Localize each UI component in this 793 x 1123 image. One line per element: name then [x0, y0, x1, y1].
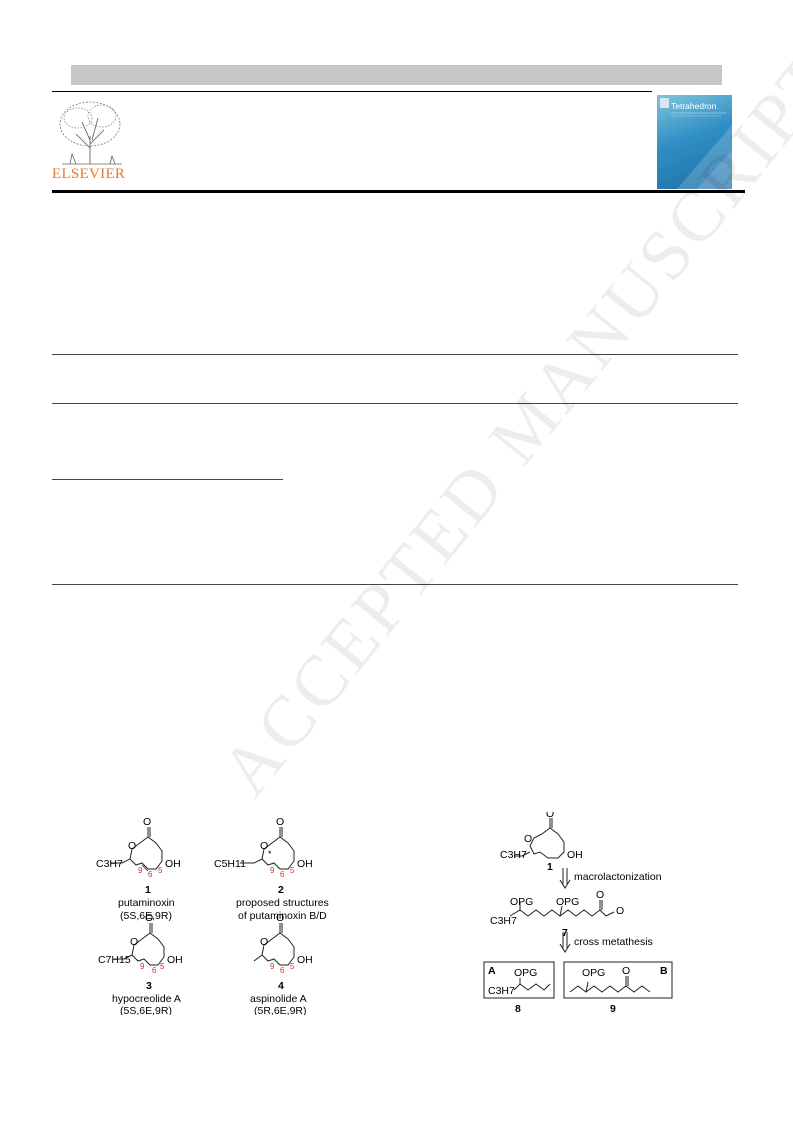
- journal-cover-thumbnail[interactable]: Tetrahedron: [657, 95, 732, 189]
- c2-substituent: C5H11: [214, 858, 246, 870]
- cover-logo-icon: [660, 98, 669, 108]
- f2-c1-substituent: C3H7: [500, 849, 527, 861]
- box-a-label: A: [488, 965, 496, 977]
- c2-oh: OH: [297, 858, 313, 870]
- c1-substituent: C3H7: [96, 858, 123, 870]
- step-macrolactonization: macrolactonization: [574, 871, 662, 883]
- c2-c5: 5: [290, 866, 295, 875]
- c1-oh: OH: [165, 858, 181, 870]
- article-history-rule: [52, 479, 283, 480]
- c3-c5: 5: [160, 962, 165, 971]
- f2-c1-oh: OH: [567, 849, 583, 861]
- figure-natural-products: O O C3H7 OH 9 6 5 1 putaminoxin (5S,6E,9…: [96, 816, 329, 1015]
- accepted-manuscript-watermark: ACCEPTED MANUSCRIPT: [205, 36, 793, 811]
- publisher-name: ELSEVIER: [52, 166, 126, 182]
- f2-c7-substituent: C3H7: [490, 915, 517, 927]
- f2-c1-carbonyl-o: O: [546, 812, 554, 820]
- running-header-bar: [71, 65, 722, 85]
- c2-star: *: [268, 849, 272, 859]
- compound-4-config: (5R,6E,9R): [254, 1005, 307, 1015]
- c4-c5: 5: [290, 962, 295, 971]
- c4-c6: 6: [280, 966, 285, 975]
- c3-c9: 9: [140, 962, 145, 971]
- c2-c9: 9: [270, 866, 275, 875]
- f2-c9-opg: OPG: [582, 967, 605, 979]
- article-info-rule-bottom: [52, 584, 738, 585]
- compound-4-name: aspinolide A: [250, 993, 307, 1005]
- compound-3-number: 3: [146, 980, 152, 992]
- compound-1-config: (5S,6E,9R): [120, 910, 172, 922]
- header-divider-thick: [52, 190, 745, 193]
- compound-2-name-2: of putaminoxin B/D: [238, 910, 327, 922]
- f2-compound-9-number: 9: [610, 1003, 616, 1015]
- f2-c7-opg-right: OPG: [556, 896, 579, 908]
- article-info-rule-mid: [52, 403, 738, 404]
- f2-compound-8-number: 8: [515, 1003, 521, 1015]
- c2-c6: 6: [280, 870, 285, 879]
- c4-ring-o: O: [260, 936, 268, 948]
- c4-carbonyl-o: O: [276, 912, 284, 924]
- f2-c7-carbonyl-o: O: [596, 889, 604, 901]
- c1-c6: 6: [148, 870, 153, 879]
- f2-c8-opg: OPG: [514, 967, 537, 979]
- compound-4-number: 4: [278, 980, 284, 992]
- f2-c8-substituent: C3H7: [488, 985, 515, 997]
- c1-ring-o: O: [128, 840, 136, 852]
- c2-ring-o: O: [260, 840, 268, 852]
- compound-1-name: putaminoxin: [118, 897, 175, 909]
- f2-c9-carbonyl-o: O: [622, 965, 630, 977]
- journal-cover-title: Tetrahedron: [671, 101, 717, 111]
- c3-substituent: C7H15: [98, 954, 131, 966]
- c1-c9: 9: [138, 866, 143, 875]
- compound-1-number: 1: [145, 884, 151, 896]
- compound-2-name: proposed structures: [236, 897, 329, 909]
- compound-3-config: (5S,6E,9R): [120, 1005, 172, 1015]
- compound-2-number: 2: [278, 884, 284, 896]
- c2-carbonyl-o: O: [276, 816, 284, 828]
- figure-retrosynthesis: O O C3H7 OH 1 macrolactonization OPG OPG…: [483, 812, 673, 1015]
- header-divider-thin: [52, 91, 652, 92]
- c3-ring-o: O: [130, 936, 138, 948]
- elsevier-tree-logo: [59, 101, 122, 165]
- c1-c5: 5: [158, 866, 163, 875]
- c4-c9: 9: [270, 962, 275, 971]
- box-b-label: B: [660, 965, 668, 977]
- f2-c1-ring-o: O: [524, 833, 532, 845]
- cover-art-icon: [671, 112, 732, 189]
- f2-c7-ester-o: O: [616, 905, 624, 917]
- compound-3-name: hypocreolide A: [112, 993, 181, 1005]
- c3-oh: OH: [167, 954, 183, 966]
- f2-compound-1-number: 1: [547, 861, 553, 873]
- c4-oh: OH: [297, 954, 313, 966]
- c1-carbonyl-o: O: [143, 816, 151, 828]
- c3-c6: 6: [152, 966, 157, 975]
- c3-carbonyl-o: O: [145, 912, 153, 924]
- f2-c7-opg-left: OPG: [510, 896, 533, 908]
- article-info-rule-top: [52, 354, 738, 355]
- f2-compound-7-number: 7: [562, 927, 568, 939]
- step-cross-metathesis: cross metathesis: [574, 936, 653, 948]
